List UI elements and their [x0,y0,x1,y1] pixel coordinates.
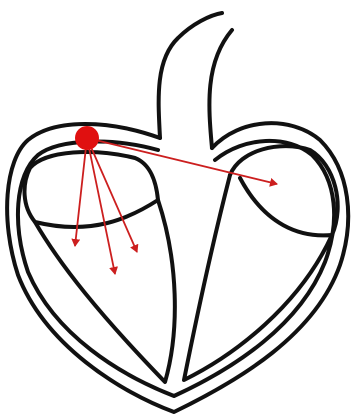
conduction-arrow-3 [87,138,115,274]
aorta-right-wall [209,30,232,148]
sa-node-dot [75,126,99,150]
left-atrium [25,152,158,227]
right-atrium [230,146,338,235]
heart-outer-outline [7,123,348,412]
